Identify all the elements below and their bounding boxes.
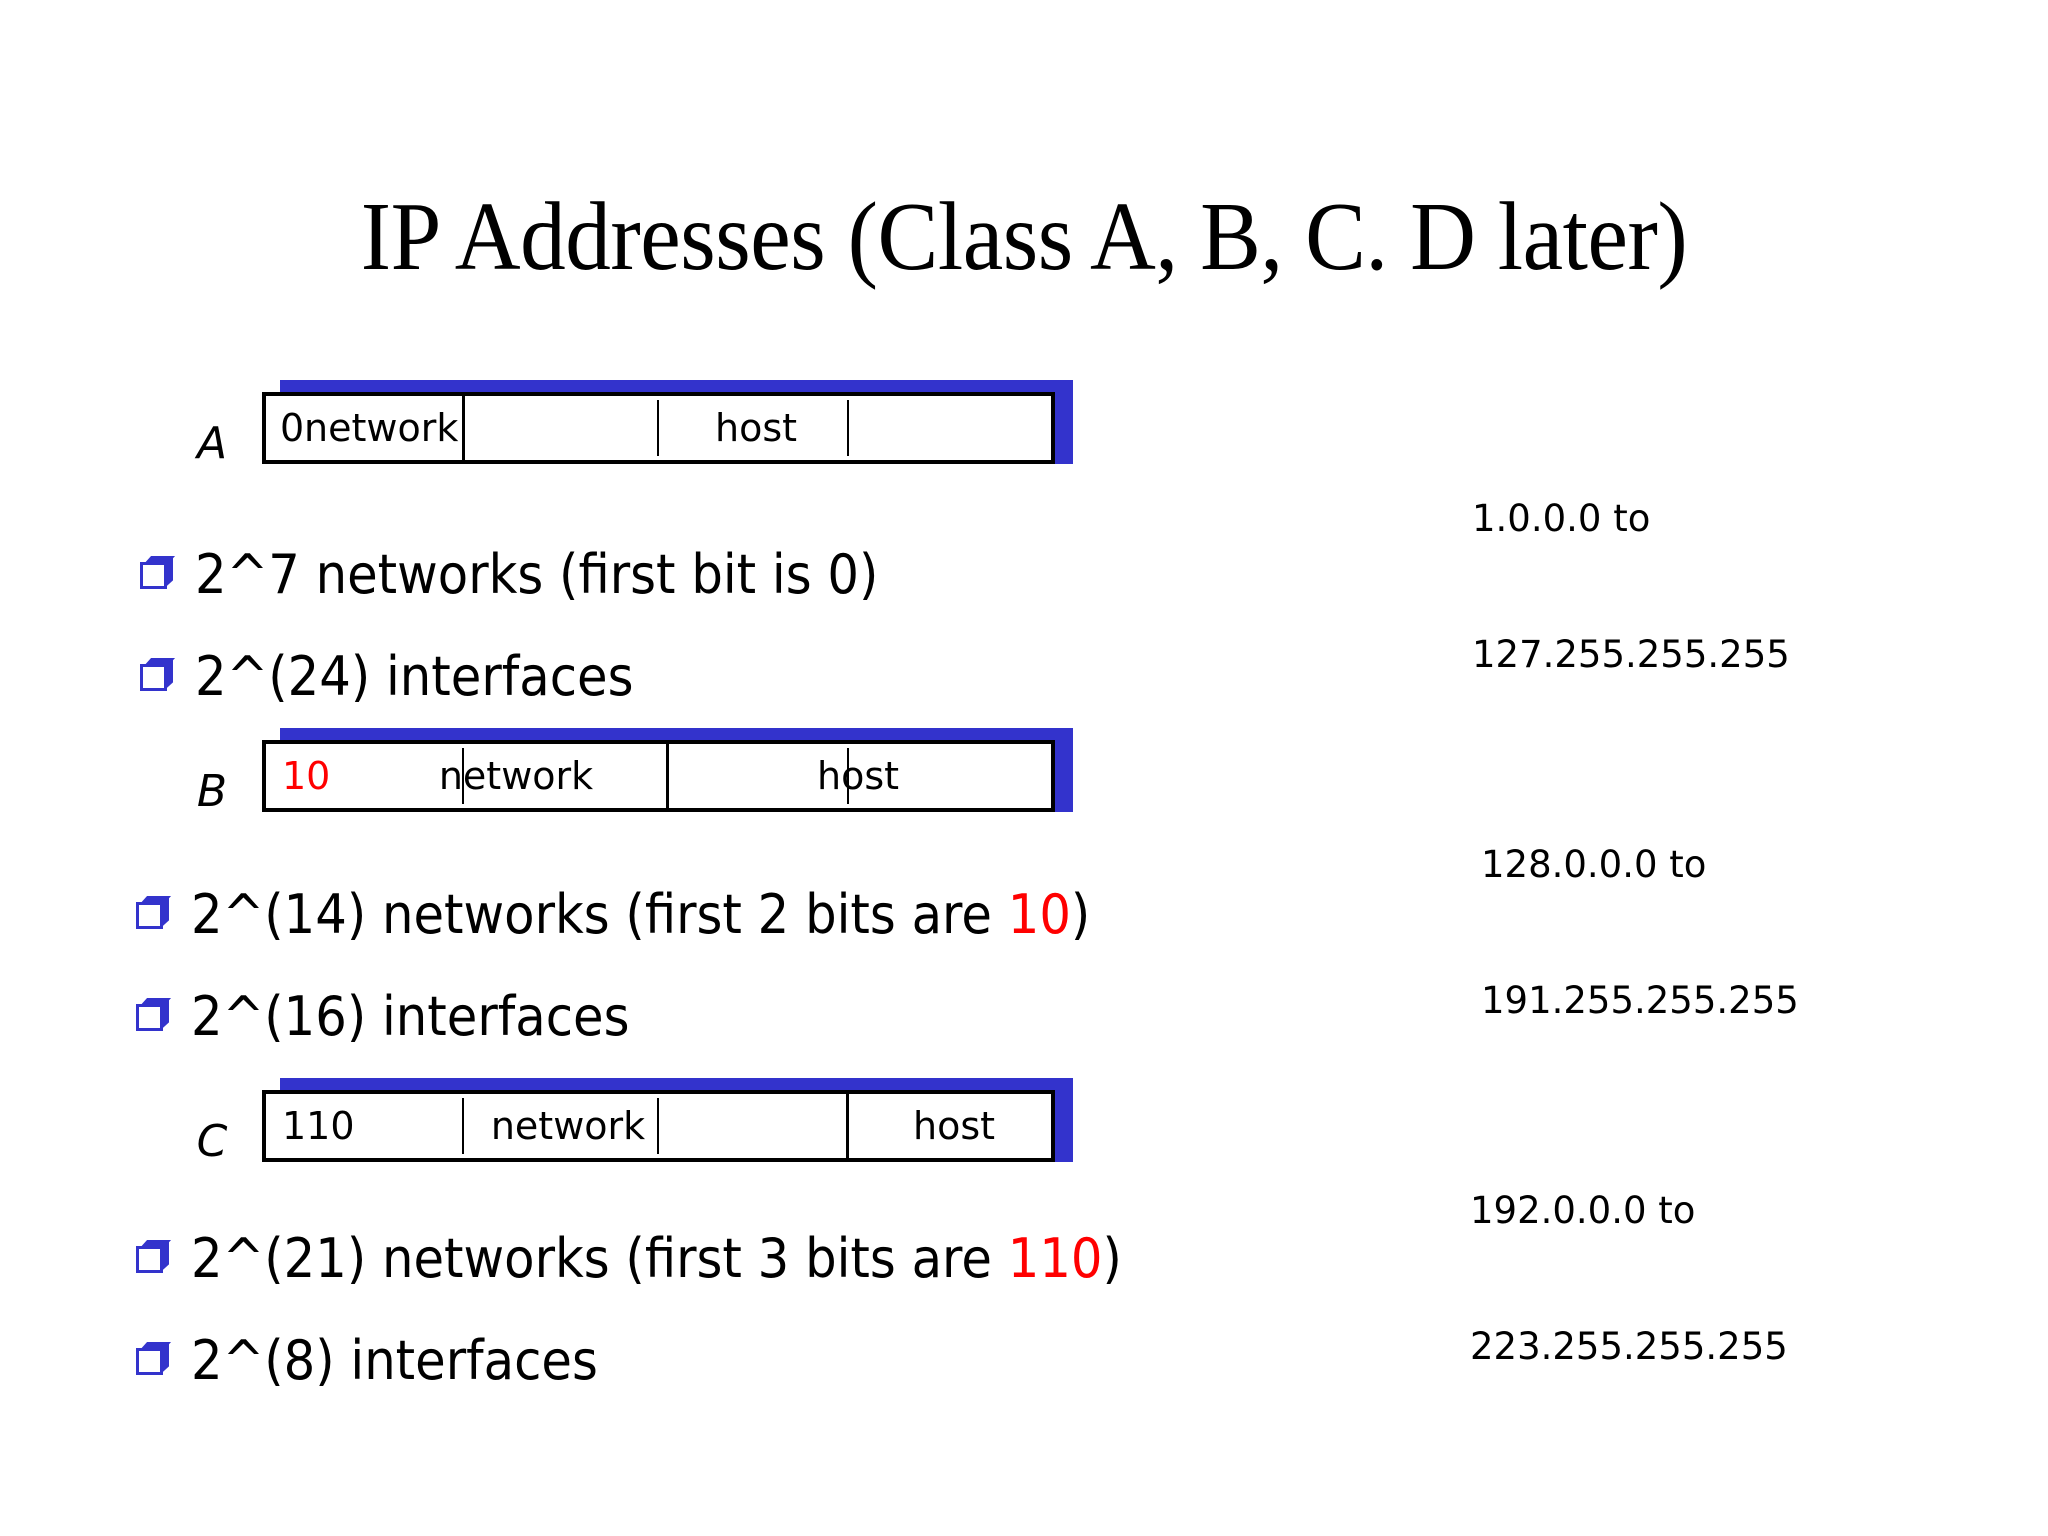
class-a-prefix-bits: 0 — [280, 406, 305, 450]
bullet-a-networks: 2^7 networks (first bit is 0) — [140, 538, 938, 612]
class-c-network-label: network — [490, 1104, 646, 1148]
class-b-range-line1: 128.0.0.0 to — [1481, 843, 1707, 887]
class-c-box: 110 network host — [262, 1078, 1073, 1186]
class-a-host-label: host — [714, 406, 798, 450]
class-c-field-box: 110 network host — [262, 1090, 1055, 1162]
class-c-tick-1 — [462, 1098, 464, 1154]
class-b-range-line2: 191.255.255.255 — [1481, 978, 1799, 1022]
class-c-letter: C — [196, 1116, 228, 1167]
class-a-field-box: 0 network host — [262, 392, 1055, 464]
class-a-divider-network-host — [462, 396, 465, 460]
class-b-network-label: network — [438, 754, 594, 798]
class-c-range-line1: 192.0.0.0 to — [1470, 1189, 1696, 1233]
bullet-b-networks-bits: 10 — [1007, 883, 1071, 946]
class-a-letter: A — [196, 418, 228, 469]
class-b-range: 128.0.0.0 to 191.255.255.255 — [1481, 752, 1799, 1113]
class-a-range-line2: 127.255.255.255 — [1472, 632, 1790, 676]
bullet-b-networks-prefix: 2^(14) networks (first 2 bits are — [191, 883, 1008, 946]
bullet-a-networks-text: 2^7 networks (first bit is 0) — [195, 543, 879, 606]
bullet-c-networks: 2^(21) networks (first 3 bits are 110) — [136, 1222, 1203, 1296]
class-a-tick-1 — [657, 400, 659, 456]
class-a-diagram: A 0 network host — [182, 380, 1082, 512]
bullet-c-networks-suffix: ) — [1102, 1227, 1122, 1290]
bullet-c-networks-bits: 110 — [1007, 1227, 1103, 1290]
class-a-network-label: network — [304, 406, 459, 450]
class-b-prefix-bits: 10 — [282, 754, 331, 798]
class-a-box: 0 network host — [262, 380, 1073, 488]
bullet-b-interfaces-text: 2^(16) interfaces — [191, 985, 630, 1048]
class-c-tick-2 — [657, 1098, 659, 1154]
bullet-a-interfaces-text: 2^(24) interfaces — [195, 645, 634, 708]
class-b-tick-2 — [847, 748, 849, 804]
class-a-tick-2 — [847, 400, 849, 456]
class-a-range: 1.0.0.0 to 127.255.255.255 — [1472, 406, 1790, 767]
class-a-range-line1: 1.0.0.0 to — [1472, 497, 1651, 541]
bullet-square-icon — [136, 1003, 163, 1031]
bullet-a-interfaces: 2^(24) interfaces — [140, 640, 672, 714]
class-b-divider-network-host — [666, 744, 669, 808]
class-c-host-label: host — [912, 1104, 996, 1148]
bullet-square-icon — [140, 561, 167, 589]
class-c-diagram: C 110 network host — [182, 1078, 1082, 1210]
bullet-c-networks-prefix: 2^(21) networks (first 3 bits are — [191, 1227, 1008, 1290]
class-b-tick-1 — [462, 748, 464, 804]
bullet-square-icon — [136, 1245, 163, 1273]
class-c-divider-network-host — [846, 1094, 849, 1158]
class-c-range: 192.0.0.0 to 223.255.255.255 — [1470, 1098, 1788, 1459]
bullet-c-interfaces: 2^(8) interfaces — [136, 1324, 633, 1398]
bullet-b-networks-suffix: ) — [1070, 883, 1091, 946]
bullet-b-networks: 2^(14) networks (first 2 bits are 10) — [136, 878, 1169, 952]
bullet-c-interfaces-text: 2^(8) interfaces — [191, 1329, 598, 1392]
bullet-square-icon — [136, 1347, 163, 1375]
bullet-square-icon — [136, 901, 163, 929]
slide-title: IP Addresses (Class A, B, C. D later) — [360, 183, 1688, 290]
bullet-b-networks-text: 2^(14) networks (first 2 bits are 10) — [191, 888, 1090, 942]
class-b-diagram: B 10 network host — [182, 728, 1082, 860]
class-b-box: 10 network host — [262, 728, 1073, 836]
class-b-letter: B — [196, 766, 228, 817]
bullet-c-networks-text: 2^(21) networks (first 3 bits are 110) — [191, 1232, 1122, 1286]
class-b-host-label: host — [816, 754, 900, 798]
class-c-prefix-bits: 110 — [282, 1104, 355, 1148]
class-b-field-box: 10 network host — [262, 740, 1055, 812]
bullet-b-interfaces: 2^(16) interfaces — [136, 980, 668, 1054]
class-c-range-line2: 223.255.255.255 — [1470, 1324, 1788, 1368]
bullet-square-icon — [140, 663, 167, 691]
